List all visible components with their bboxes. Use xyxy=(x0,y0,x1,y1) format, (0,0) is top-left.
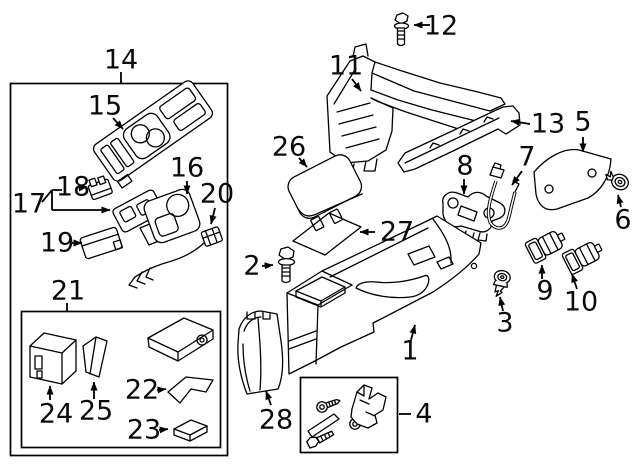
part-console-1 xyxy=(286,215,482,375)
leader-callout-13 xyxy=(510,118,531,126)
part-sheet-22 xyxy=(167,376,214,404)
part-bolt-2 xyxy=(277,246,296,284)
part-armrest-26 xyxy=(287,154,363,232)
callout-15: 15 xyxy=(87,90,123,122)
callout-24: 24 xyxy=(38,398,74,430)
callout-16: 16 xyxy=(169,152,205,184)
part-switch-18 xyxy=(87,175,113,201)
part-side-panel-5 xyxy=(533,148,612,211)
group-box-14 xyxy=(9,82,229,457)
callout-1: 1 xyxy=(401,335,419,367)
part-upper-cover-15 xyxy=(92,80,214,189)
callout-6: 6 xyxy=(614,204,632,236)
leader-callout-2 xyxy=(261,262,274,270)
part-socket-9 xyxy=(524,230,566,264)
callout-27: 27 xyxy=(379,216,415,248)
leader-callout-6 xyxy=(616,194,624,208)
callout-13: 13 xyxy=(530,108,566,140)
part-wire-bracket-7 xyxy=(486,162,520,230)
callout-8: 8 xyxy=(456,150,474,182)
part-blank-cover-19 xyxy=(79,226,124,260)
part-cup-holder-16 xyxy=(139,188,201,246)
part-socket-10 xyxy=(561,241,603,275)
part-junction-box-24 xyxy=(29,332,77,385)
leader-callout-22 xyxy=(156,386,167,394)
callout-23: 23 xyxy=(126,414,162,446)
callout-4: 4 xyxy=(415,398,433,430)
callout-12: 12 xyxy=(423,10,459,42)
callout-3: 3 xyxy=(496,307,514,339)
callout-21: 21 xyxy=(50,275,86,307)
leader-callout-3 xyxy=(498,296,506,312)
callout-25: 25 xyxy=(78,395,114,427)
part-side-cover-28 xyxy=(237,310,284,395)
group-box-21 xyxy=(20,310,222,449)
leader-callout-11 xyxy=(351,78,362,92)
callout-10: 10 xyxy=(563,286,599,318)
part-clip-3 xyxy=(492,269,511,297)
bracket-callout-17 xyxy=(41,189,62,210)
leader-lines xyxy=(41,21,624,434)
callout-2: 2 xyxy=(243,250,261,282)
part-lid xyxy=(147,317,214,362)
callout-28: 28 xyxy=(258,404,294,436)
callout-19: 19 xyxy=(39,227,75,259)
callout-5: 5 xyxy=(574,106,592,138)
callout-26: 26 xyxy=(271,131,307,163)
part-wedge-25 xyxy=(82,336,108,378)
callout-11: 11 xyxy=(328,50,364,82)
leader-callout-7 xyxy=(511,170,523,186)
callout-22: 22 xyxy=(124,374,160,406)
group-box-4 xyxy=(299,376,399,454)
callout-18: 18 xyxy=(55,171,91,203)
leader-callout-26 xyxy=(298,157,308,168)
part-bolt-12 xyxy=(393,12,410,47)
leader-callout-10 xyxy=(571,273,579,290)
callout-9: 9 xyxy=(536,275,554,307)
callout-14: 14 xyxy=(103,44,139,76)
callout-17: 17 xyxy=(11,188,47,220)
leader-callout-15 xyxy=(112,117,124,130)
part-wiring-harness-20 xyxy=(128,226,223,289)
part-pad-23 xyxy=(173,419,208,442)
part-clip-6 xyxy=(605,170,629,191)
leader-callout-1 xyxy=(409,324,417,341)
leader-callout-18 xyxy=(78,184,88,192)
leader-callout-20 xyxy=(209,207,217,225)
callout-7: 7 xyxy=(518,141,536,173)
leader-callout-28 xyxy=(265,390,273,406)
callout-20: 20 xyxy=(199,178,235,210)
part-hardware-kit-4 xyxy=(306,384,387,449)
leader-callout-23 xyxy=(158,426,169,434)
part-pad-27 xyxy=(292,212,362,256)
